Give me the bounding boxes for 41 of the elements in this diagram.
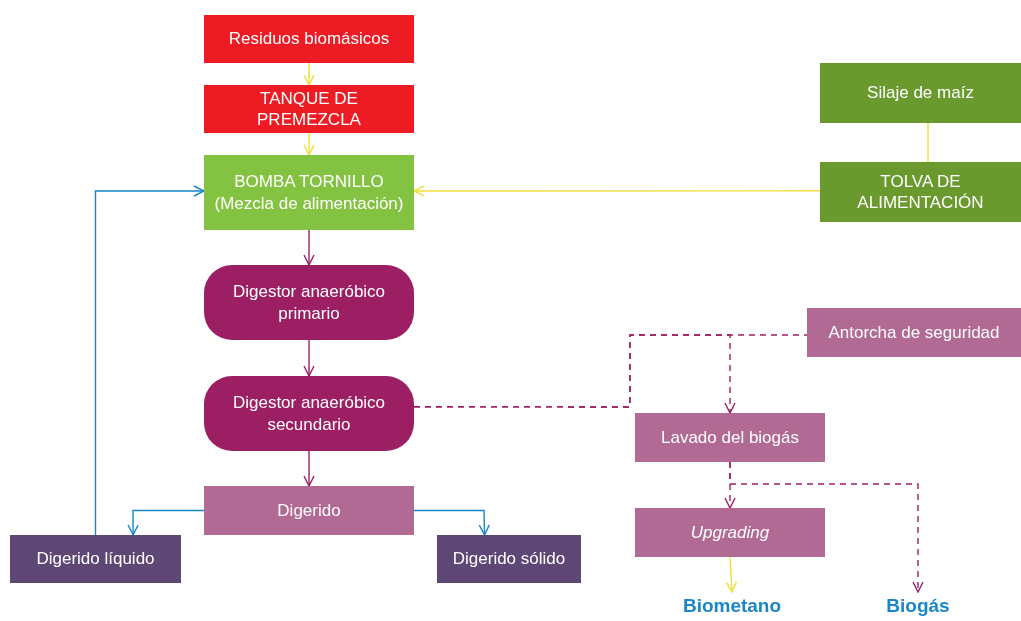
arrow bbox=[303, 339, 315, 377]
process-box bbox=[635, 508, 825, 557]
node-text: Digerido sólido bbox=[452, 548, 566, 570]
process-box bbox=[635, 413, 825, 462]
dashed-arrow bbox=[729, 461, 924, 593]
output-box bbox=[10, 535, 181, 583]
node-text: Biogás bbox=[886, 594, 950, 618]
node-text: Biometano bbox=[682, 594, 782, 618]
process-box bbox=[820, 63, 1021, 123]
node-text: Digerido bbox=[277, 499, 341, 522]
node-text: Digerido líquido bbox=[36, 548, 155, 570]
process-box bbox=[204, 486, 414, 535]
arrow bbox=[303, 62, 315, 86]
output-box bbox=[437, 535, 581, 583]
process-box bbox=[204, 15, 414, 63]
arrow bbox=[413, 509, 490, 536]
arrow bbox=[303, 450, 315, 487]
node-text: (Mezcla de alimentación) bbox=[214, 192, 404, 214]
node-text: Digestor anaeróbico secundario bbox=[231, 392, 387, 435]
arrow bbox=[127, 509, 205, 536]
process-box bbox=[204, 85, 414, 133]
node-text: Digestor anaeróbico primario bbox=[231, 281, 387, 324]
node-text: Antorcha de seguridad bbox=[828, 321, 1000, 344]
digester-box bbox=[204, 376, 414, 451]
node-text: TOLVA DE ALIMENTACIÓN bbox=[856, 170, 985, 214]
arrow bbox=[725, 556, 738, 593]
node-text: BOMBA TORNILLO bbox=[234, 171, 384, 193]
node-text: Silaje de maíz bbox=[867, 82, 974, 104]
node-text: TANQUE DE PREMEZCLA bbox=[256, 87, 362, 131]
dashed-arrow bbox=[413, 334, 736, 414]
node-text: Upgrading bbox=[690, 521, 770, 544]
arrow bbox=[303, 132, 315, 156]
node-text: Lavado del biogás bbox=[661, 426, 799, 449]
arrow bbox=[413, 185, 821, 197]
digester-box bbox=[204, 265, 414, 340]
process-box bbox=[820, 162, 1021, 222]
arrow bbox=[303, 229, 315, 266]
arrow bbox=[94, 185, 205, 536]
process-box bbox=[204, 155, 414, 230]
process-box bbox=[807, 308, 1021, 357]
node-text: Residuos biomásicos bbox=[228, 28, 390, 50]
